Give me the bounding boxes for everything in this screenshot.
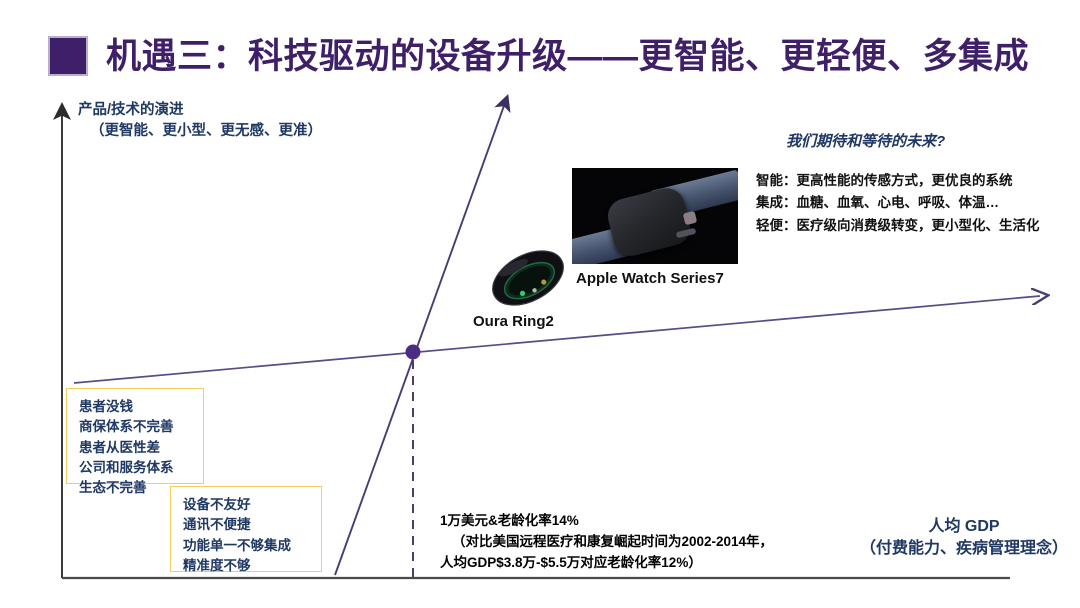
barrier-line: 功能单一不够集成 — [183, 537, 291, 553]
note-line3: 人均GDP$3.8万-$5.5万对应老龄化率12%） — [440, 554, 702, 570]
device-barriers-box: 设备不友好 通讯不便捷 功能单一不够集成 精准度不够 — [170, 486, 322, 573]
barrier-line: 通讯不便捷 — [183, 517, 251, 533]
barrier-line: 患者从医性差 — [79, 439, 160, 455]
inflection-point — [405, 344, 421, 360]
payer-barriers-box: 患者没钱 商保体系不完善 患者从医性差 公司和服务体系 生态不完善 — [66, 388, 204, 495]
barrier-line: 商保体系不完善 — [79, 419, 174, 435]
oura-ring-photo — [492, 250, 564, 306]
barrier-line: 患者没钱 — [79, 399, 133, 414]
watch-digital-crown — [682, 210, 698, 226]
x-axis-label-line2: （付费能力、疾病管理理念） — [859, 540, 1068, 558]
barrier-line: 精准度不够 — [183, 557, 251, 573]
square-bullet-icon — [48, 36, 88, 76]
oura-ring-caption: Oura Ring2 — [473, 313, 554, 330]
inflection-threshold-note: 1万美元&老龄化率14% （对比美国远程医疗和康复崛起时间为2002-2014年… — [440, 511, 820, 574]
barrier-line: 公司和服务体系 — [79, 459, 174, 475]
future-item: 轻便：医疗级向消费级转变，更小型化、生活化 — [756, 217, 1040, 233]
y-axis-label-line2: （更智能、更小型、更无感、更准） — [90, 123, 322, 140]
page-title: 机遇三：科技驱动的设备升级——更智能、更轻便、多集成 — [48, 36, 1029, 76]
apple-watch-photo — [572, 168, 738, 264]
x-axis-label: 人均 GDP （付费能力、疾病管理理念） — [852, 516, 1076, 561]
barrier-line: 生态不完善 — [79, 480, 147, 495]
page-title-text: 机遇三：科技驱动的设备升级——更智能、更轻便、多集成 — [106, 36, 1030, 76]
future-item: 集成：血糖、血氧、心电、呼吸、体温… — [756, 195, 999, 211]
x-axis-label-line1: 人均 GDP — [928, 518, 1000, 535]
y-axis-label-line1: 产品/技术的演进 — [78, 102, 184, 118]
apple-watch-caption: Apple Watch Series7 — [576, 270, 724, 287]
future-item: 智能：更高性能的传感方式，更优良的系统 — [756, 173, 1013, 188]
note-line1: 1万美元&老龄化率14% — [440, 513, 579, 528]
technology-growth-arrow — [334, 94, 511, 576]
barrier-line: 设备不友好 — [183, 497, 251, 512]
watch-body — [604, 184, 694, 260]
future-outlook-heading: 我们期待和等待的未来? — [786, 133, 946, 150]
future-outlook-list: 智能：更高性能的传感方式，更优良的系统 集成：血糖、血氧、心电、呼吸、体温… 轻… — [756, 170, 1040, 237]
note-line2: （对比美国远程医疗和康复崛起时间为2002-2014年， — [452, 533, 774, 549]
y-axis-label: 产品/技术的演进 （更智能、更小型、更无感、更准） — [78, 100, 322, 142]
